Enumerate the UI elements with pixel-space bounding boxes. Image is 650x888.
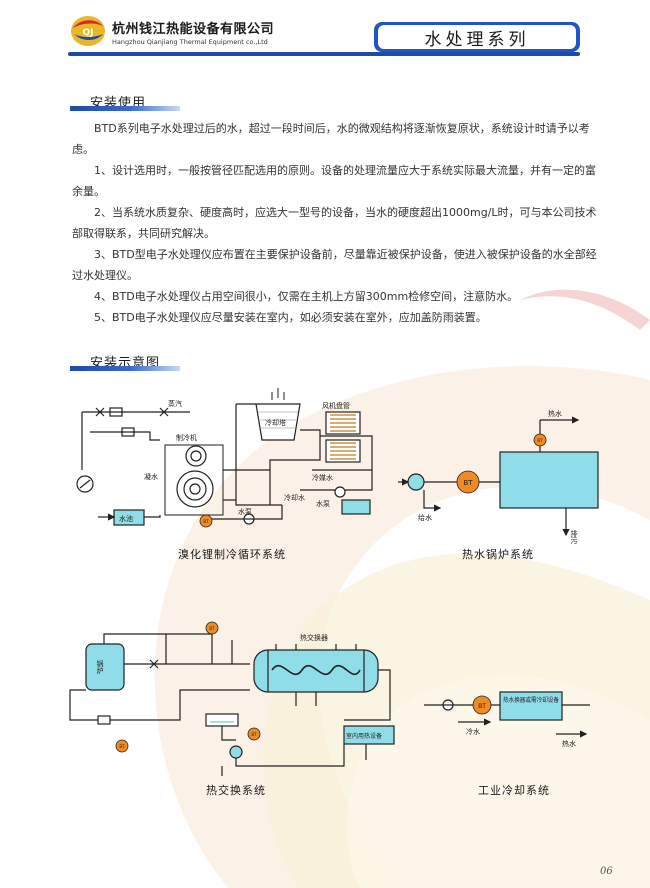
boiler-diagram (398, 416, 599, 537)
paragraph: 1、设计选用时，一般按管径匹配选用的原则。设备的处理流量应大于系统实际最大流量，… (72, 164, 596, 198)
company-name-en: Hangzhou Qianjiang Thermal Equipment co.… (112, 38, 268, 46)
label-feed-water: 给水 (418, 513, 432, 522)
svg-text:BT: BT (203, 519, 209, 524)
paragraph: 3、BTD型电子水处理仪应布置在主要保护设备前，尽量靠近被保护设备，使进入被保护… (72, 248, 597, 282)
section-bar-install (70, 106, 180, 111)
industrial-cooling-diagram (424, 691, 590, 738)
label-steam: 蒸汽 (168, 399, 182, 408)
label-hot-water: 热水 (548, 409, 562, 418)
industrial-bt-device: BT (472, 695, 492, 715)
label-cold-water: 冷水 (466, 727, 480, 736)
label-boiler: 锅炉 (96, 659, 104, 675)
heat-exchange-diagram (69, 633, 395, 776)
label-fan-coil: 风机盘管 (322, 401, 350, 410)
label-industrial-device: 热水换器或需冷却设备 (503, 696, 559, 704)
company-name-cn: 杭州钱江热能设备有限公司 (112, 22, 275, 37)
label-exchanger: 热交换器 (300, 633, 328, 642)
svg-text:QJ: QJ (83, 28, 94, 38)
section-bar-diagrams (70, 366, 180, 371)
label-indoor-equipment: 室内用热设备 (346, 732, 382, 740)
paragraph: 2、当系统水质复杂、硬度高时，应选大一型号的设备，当水的硬度超出1000mg/L… (72, 206, 597, 240)
label-industrial-hot-water: 热水 (562, 739, 576, 748)
label-chilled-water: 冷媒水 (312, 473, 333, 482)
label-condensate: 凝水 (144, 472, 158, 481)
svg-text:BT: BT (478, 703, 486, 710)
caption-exchange: 热交换系统 (206, 784, 266, 797)
company-logo: QJ (71, 16, 105, 46)
svg-text:BT: BT (537, 438, 543, 443)
svg-text:BT: BT (251, 732, 257, 737)
series-title-box: 水处理系列 (374, 22, 580, 52)
svg-text:BT: BT (209, 626, 215, 631)
lithium-bromide-diagram (76, 388, 373, 526)
label-pump-2: 水泵 (316, 499, 330, 508)
label-pump-1: 水泵 (238, 507, 252, 516)
boiler-bt-devices: BT BT (456, 433, 547, 494)
label-cooling-tower: 冷却塔 (265, 418, 286, 427)
caption-lithium: 溴化锂制冷循环系统 (178, 548, 286, 561)
install-text: BTD系列电子水处理过后的水，超过一段时间后，水的微观结构将逐渐恢复原状，系统设… (72, 118, 602, 328)
lithium-bt-device: BT (199, 514, 213, 528)
header-divider (68, 52, 580, 56)
label-pool: 水池 (119, 514, 133, 523)
svg-text:BT: BT (463, 479, 473, 487)
paragraph: 5、BTD电子水处理仪应尽量安装在室内，如必须安装在室外，应加盖防雨装置。 (94, 311, 487, 324)
page-number: 06 (600, 866, 613, 877)
exchange-bt-devices: BT BT BT (115, 621, 261, 753)
installation-diagrams: BT 蒸汽 制冷机 冷却塔 风机盘管 冷媒水 凝水 冷却水 水泵 水泵 水池 B… (69, 388, 599, 776)
paragraph: BTD系列电子水处理过后的水，超过一段时间后，水的微观结构将逐渐恢复原状，系统设… (72, 122, 590, 156)
label-cooling-water: 冷却水 (284, 493, 305, 502)
label-drain: 排污 (570, 529, 578, 545)
series-title: 水处理系列 (378, 25, 576, 50)
caption-boiler: 热水锅炉系统 (462, 548, 534, 561)
label-refrigerator: 制冷机 (176, 433, 197, 442)
paragraph: 4、BTD电子水处理仪占用空间很小，仅需在主机上方留300mm检修空间，注意防水… (94, 290, 519, 303)
caption-industrial: 工业冷却系统 (478, 784, 550, 797)
svg-text:BT: BT (119, 744, 125, 749)
